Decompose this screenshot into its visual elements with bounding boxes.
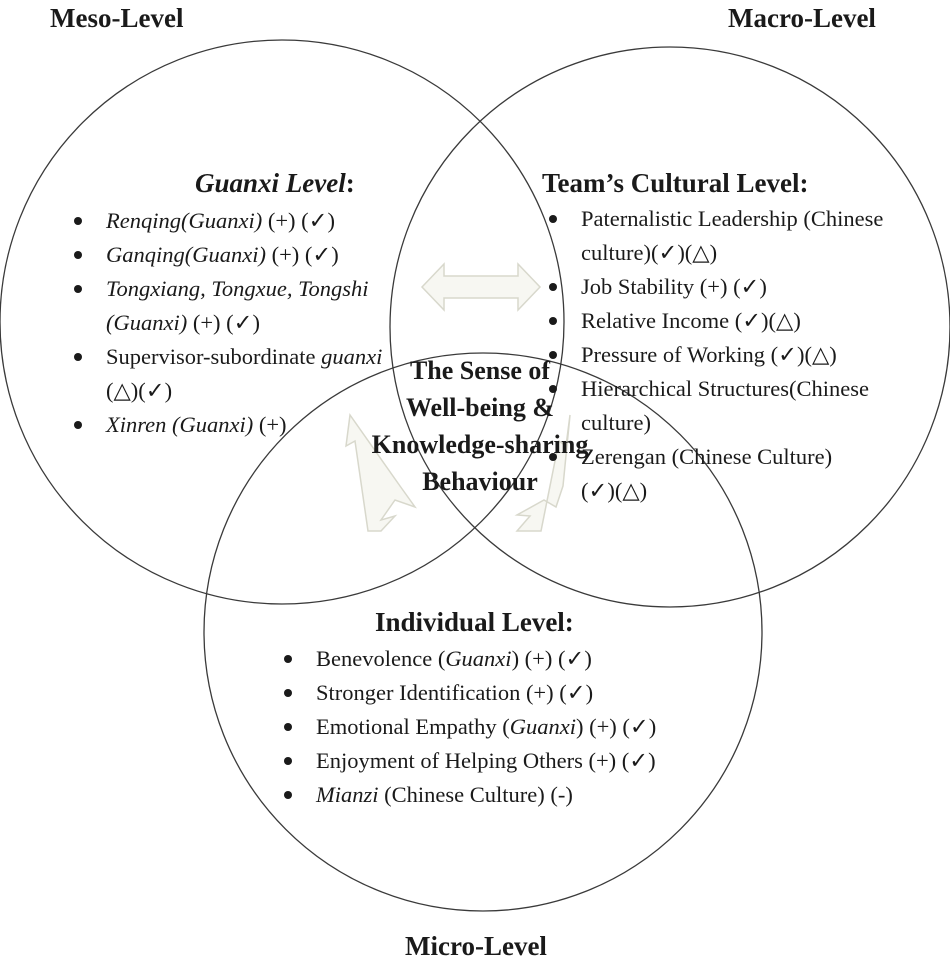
list-item: Renqing(Guanxi) (+) (✓) [70, 204, 415, 238]
team-cultural-level-heading: Team’s Cultural Level: [542, 168, 809, 198]
list-item: Relative Income (✓)(△) [545, 304, 890, 338]
micro-circle [203, 352, 763, 912]
guanxi-level-heading: Guanxi Level: [195, 168, 355, 198]
list-item: Stronger Identification (+) (✓) [280, 676, 750, 710]
list-item: Paternalistic Leadership (Chinese cultur… [545, 202, 890, 270]
individual-level-list: Benevolence (Guanxi) (+) (✓) Stronger Id… [280, 642, 750, 812]
list-item: Job Stability (+) (✓) [545, 270, 890, 304]
central-outcome-label: The Sense of Well-being & Knowledge-shar… [371, 356, 589, 496]
list-item: Benevolence (Guanxi) (+) (✓) [280, 642, 750, 676]
list-item: Pressure of Working (✓)(△) [545, 338, 890, 372]
arrow-meso-macro [420, 262, 542, 312]
arrow-meso-micro [345, 412, 417, 532]
meso-level-label: Meso-Level [50, 3, 184, 33]
list-item: Xinren (Guanxi) (+) [70, 408, 415, 442]
list-item: Supervisor-subordinate guanxi (△)(✓) [70, 340, 415, 408]
list-item: Tongxiang, Tongxue, Tongshi (Guanxi) (+)… [70, 272, 415, 340]
list-item: Ganqing(Guanxi) (+) (✓) [70, 238, 415, 272]
list-item: Hierarchical Structures(Chinese culture) [545, 372, 890, 440]
team-cultural-level-list: Paternalistic Leadership (Chinese cultur… [545, 202, 890, 508]
meso-circle [0, 39, 565, 605]
micro-level-label: Micro-Level [405, 931, 547, 961]
list-item: Enjoyment of Helping Others (+) (✓) [280, 744, 750, 778]
list-item: Emotional Empathy (Guanxi) (+) (✓) [280, 710, 750, 744]
individual-level-heading: Individual Level: [375, 607, 574, 637]
macro-level-label: Macro-Level [728, 3, 876, 33]
macro-circle [389, 46, 950, 608]
list-item: Zerengan (Chinese Culture) (✓)(△) [545, 440, 890, 508]
list-item: Mianzi (Chinese Culture) (-) [280, 778, 750, 812]
guanxi-level-list: Renqing(Guanxi) (+) (✓) Ganqing(Guanxi) … [70, 204, 415, 442]
arrow-macro-micro [514, 414, 571, 532]
